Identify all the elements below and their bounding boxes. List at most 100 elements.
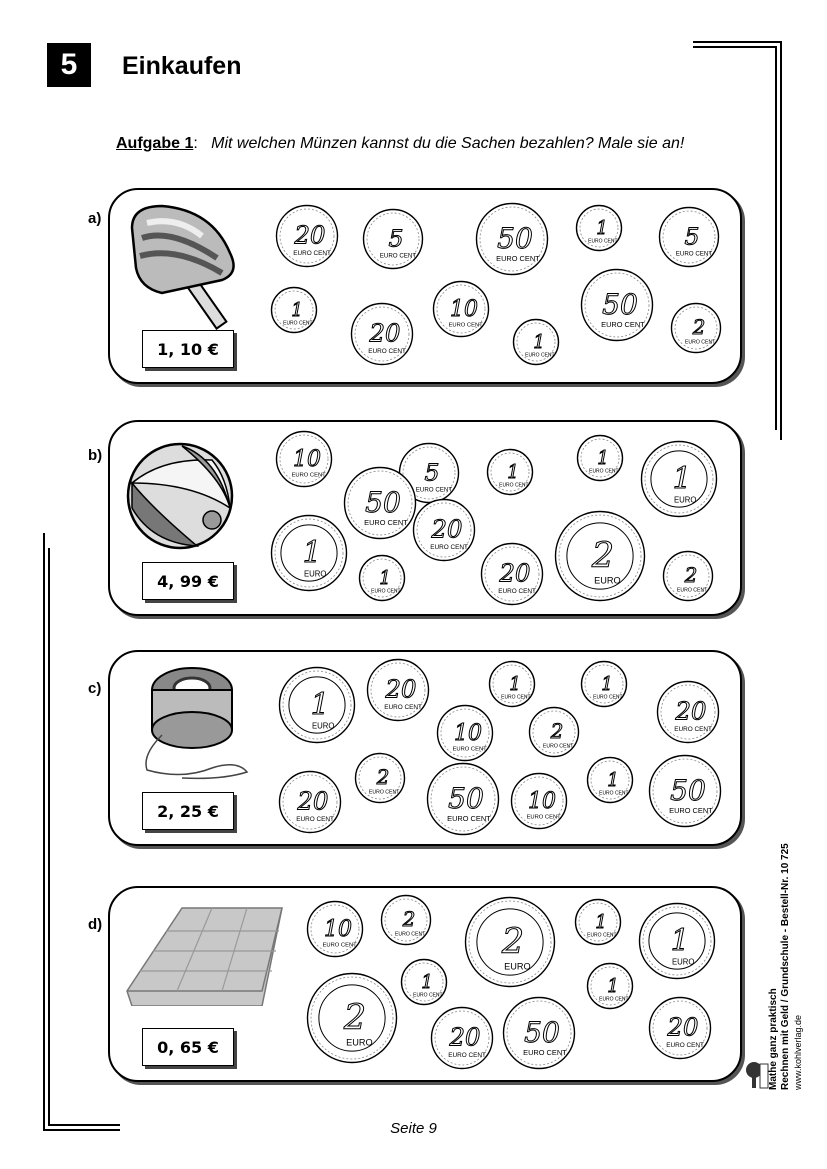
coin-1c[interactable]: 1 EURO CENT [270, 286, 318, 339]
item-panel-c: 2, 25 € 1 EURO 20 EURO CENT 1 EURO CENT … [108, 650, 742, 846]
svg-text:20: 20 [385, 675, 417, 704]
coin-1euro[interactable]: 1 EURO [638, 902, 716, 985]
coin-1c[interactable]: 1 EURO CENT [574, 898, 622, 951]
coin-10c[interactable]: 10 EURO CENT [436, 704, 494, 767]
svg-text:2: 2 [402, 908, 416, 931]
coin-2euro[interactable]: 2 EURO [306, 972, 398, 1069]
coin-10c[interactable]: 10 EURO CENT [306, 900, 364, 963]
svg-text:1: 1 [607, 770, 619, 791]
coin-1c[interactable]: 1 EURO CENT [586, 962, 634, 1015]
ice-cream-icon [130, 204, 235, 330]
svg-text:EURO CENT: EURO CENT [669, 806, 713, 815]
coin-2c[interactable]: 2 EURO CENT [662, 550, 714, 607]
chocolate-bar-icon [126, 907, 283, 1006]
svg-text:EURO CENT: EURO CENT [453, 746, 488, 752]
svg-text:EURO CENT: EURO CENT [296, 816, 334, 823]
coin-5c[interactable]: 5 EURO CENT [362, 208, 424, 275]
price-tag-d: 0, 65 € [142, 1028, 234, 1066]
coin-2c[interactable]: 2 EURO CENT [354, 752, 406, 809]
coin-1euro[interactable]: 1 EURO [278, 666, 356, 749]
svg-text:20: 20 [667, 1013, 699, 1042]
coin-50c[interactable]: 50 EURO CENT [580, 268, 654, 347]
coin-20c[interactable]: 20 EURO CENT [350, 302, 414, 371]
svg-text:EURO CENT: EURO CENT [447, 814, 491, 823]
svg-text:EURO CENT: EURO CENT [395, 932, 426, 938]
svg-text:50: 50 [497, 222, 533, 255]
svg-text:EURO CENT: EURO CENT [293, 250, 331, 257]
coin-2c[interactable]: 2 EURO CENT [380, 894, 432, 951]
svg-text:50: 50 [524, 1016, 560, 1049]
coin-20c[interactable]: 20 EURO CENT [366, 658, 430, 727]
coin-2c[interactable]: 2 EURO CENT [670, 302, 722, 359]
coin-20c[interactable]: 20 EURO CENT [648, 996, 712, 1065]
svg-text:EURO CENT: EURO CENT [496, 254, 540, 263]
item-panel-b: 4, 99 € 10 EURO CENT 5 EURO CENT 50 EURO… [108, 420, 742, 616]
svg-text:1: 1 [303, 534, 322, 569]
svg-text:EURO CENT: EURO CENT [380, 253, 417, 260]
svg-text:1: 1 [595, 912, 607, 933]
price-tag-b: 4, 99 € [142, 562, 234, 600]
series-title: Mathe ganz praktisch [768, 988, 779, 1090]
item-panel-a: 1, 10 € 20 EURO CENT 5 EURO CENT 50 EURO… [108, 188, 742, 384]
svg-text:1: 1 [509, 674, 521, 695]
coin-50c[interactable]: 50 EURO CENT [343, 466, 417, 545]
coin-1c[interactable]: 1 EURO CENT [576, 434, 624, 487]
coin-20c[interactable]: 20 EURO CENT [656, 680, 720, 749]
svg-text:EURO: EURO [672, 957, 695, 966]
svg-text:EURO: EURO [312, 721, 335, 730]
coin-5c[interactable]: 5 EURO CENT [658, 206, 720, 273]
coin-1c[interactable]: 1 EURO CENT [586, 756, 634, 809]
publisher-website: www.kohlverlag.de [793, 1014, 803, 1090]
coin-2euro[interactable]: 2 EURO [554, 510, 646, 607]
coin-20c[interactable]: 20 EURO CENT [275, 204, 339, 273]
svg-text:EURO CENT: EURO CENT [449, 322, 484, 328]
task-instruction: Aufgabe 1: Mit welchen Münzen kannst du … [116, 135, 684, 153]
svg-text:EURO CENT: EURO CENT [587, 932, 616, 938]
coin-1c[interactable]: 1 EURO CENT [575, 204, 623, 257]
coin-1euro[interactable]: 1 EURO [270, 514, 348, 597]
coin-1c[interactable]: 1 EURO CENT [358, 554, 406, 607]
row-label-d: d) [88, 916, 103, 933]
coin-50c[interactable]: 50 EURO CENT [648, 754, 722, 833]
coin-1c[interactable]: 1 EURO CENT [580, 660, 628, 713]
book-title: Rechnen mit Geld / Grundschule - Bestell… [780, 843, 791, 1090]
coin-20c[interactable]: 20 EURO CENT [480, 542, 544, 611]
coin-1c[interactable]: 1 EURO CENT [512, 318, 560, 371]
coin-20c[interactable]: 20 EURO CENT [278, 770, 342, 839]
coin-20c[interactable]: 20 EURO CENT [430, 1006, 494, 1075]
svg-text:10: 10 [528, 789, 556, 814]
coin-10c[interactable]: 10 EURO CENT [432, 280, 490, 343]
coin-1c[interactable]: 1 EURO CENT [486, 448, 534, 501]
coin-1euro[interactable]: 1 EURO [640, 440, 718, 523]
svg-text:2: 2 [591, 536, 614, 576]
svg-text:1: 1 [671, 922, 690, 957]
svg-text:5: 5 [389, 224, 404, 252]
coin-2c[interactable]: 2 EURO CENT [528, 706, 580, 763]
svg-text:EURO: EURO [346, 1038, 373, 1048]
svg-text:1: 1 [597, 448, 609, 469]
coin-50c[interactable]: 50 EURO CENT [426, 762, 500, 841]
coin-50c[interactable]: 50 EURO CENT [502, 996, 576, 1075]
svg-text:1: 1 [673, 460, 692, 495]
svg-text:2: 2 [684, 564, 698, 587]
coin-5c[interactable]: 5 EURO CENT [398, 442, 460, 509]
coin-10c[interactable]: 10 EURO CENT [275, 430, 333, 493]
coin-20c[interactable]: 20 EURO CENT [412, 498, 476, 567]
coin-10c[interactable]: 10 EURO CENT [510, 772, 568, 835]
svg-text:1: 1 [533, 332, 545, 353]
task-colon: : [193, 135, 198, 152]
svg-text:20: 20 [297, 787, 329, 816]
coin-2euro[interactable]: 2 EURO [464, 896, 556, 993]
svg-text:1: 1 [596, 218, 608, 239]
svg-text:2: 2 [343, 998, 366, 1038]
svg-text:EURO CENT: EURO CENT [599, 996, 628, 1002]
svg-text:EURO CENT: EURO CENT [593, 694, 622, 700]
coin-50c[interactable]: 50 EURO CENT [475, 202, 549, 281]
svg-text:EURO CENT: EURO CENT [283, 320, 312, 326]
coin-1c[interactable]: 1 EURO CENT [488, 660, 536, 713]
svg-text:1: 1 [291, 300, 303, 321]
svg-text:EURO CENT: EURO CENT [676, 251, 713, 258]
beach-ball-icon [126, 442, 234, 550]
coin-1c[interactable]: 1 EURO CENT [400, 958, 448, 1011]
svg-text:EURO CENT: EURO CENT [523, 1048, 567, 1057]
